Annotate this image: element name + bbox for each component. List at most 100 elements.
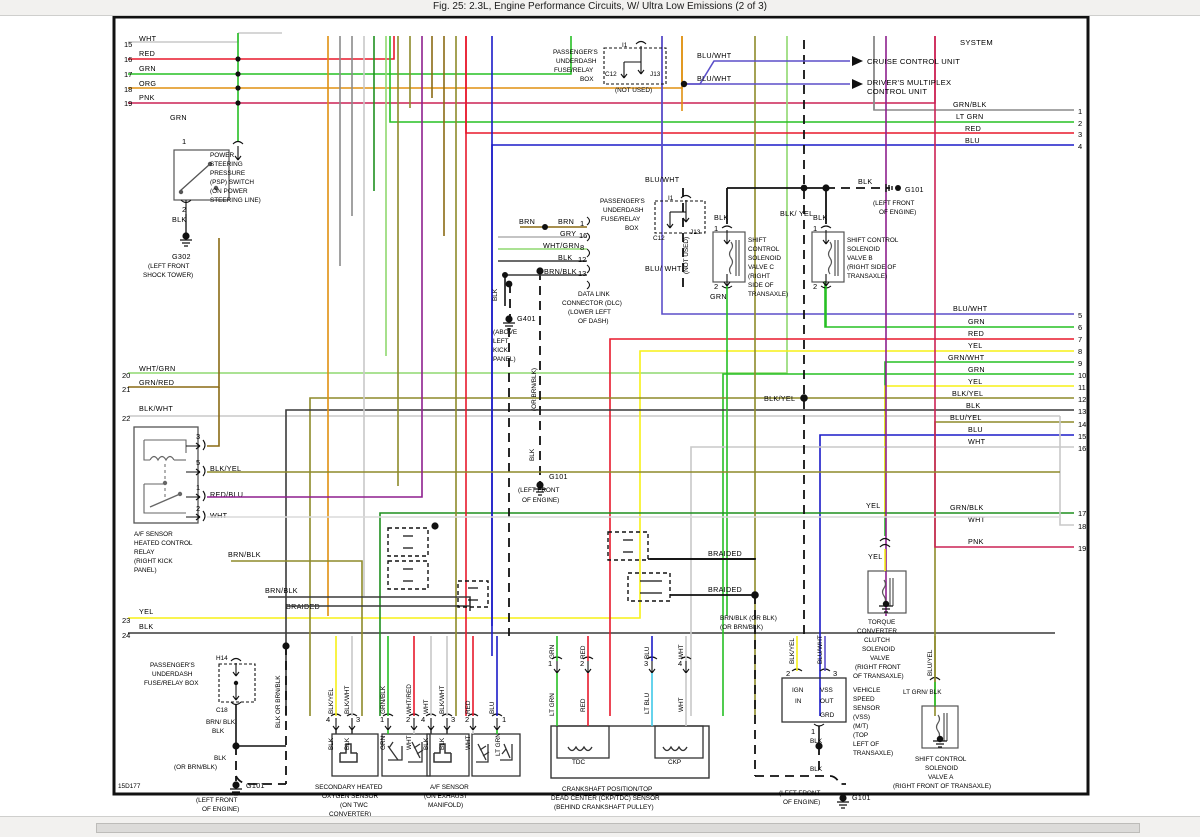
left-terminal-label: GRN: [139, 64, 156, 73]
shift-control-solenoid-valve-b[interactable]: BLK 1 2 BLK/ YEL SHIFT CONTROL SOLENOID …: [780, 209, 899, 327]
o2-pin-4-num: 4: [326, 715, 330, 724]
frb-top-line-4: BOX: [580, 76, 594, 83]
psp-switch[interactable]: 1 2 GRN BLK POWER STEERING PRESSURE (PSP…: [170, 113, 261, 234]
shift-a-line-3: VALVE A: [928, 774, 954, 781]
vss-terminal-vss-2: OUT: [820, 698, 834, 705]
vss-pin-3-top: BLU/WHT: [817, 635, 824, 664]
g401-wire: BLK: [492, 288, 499, 301]
ground-g101-bottom-right: G101 (LEFT FRONT OF ENGINE): [754, 595, 870, 809]
vss-line-8: TRANSAXLE): [853, 750, 893, 757]
fuse-relay-box-mid[interactable]: PASSENGER'S UNDERDASH FUSE/RELAY BOX C12…: [600, 175, 706, 274]
vehicle-speed-sensor[interactable]: IGN IN VSS OUT GRD 2 3 1 BLK/YEL BLU/WHT…: [781, 635, 893, 776]
shift-b-line-3: VALVE B: [847, 255, 873, 262]
frb-mid-conn-c12: C12: [653, 235, 665, 242]
af-sensor-exhaust[interactable]: 4 3 2 1 WHT BLK/WHT RED BLU BLK BLK WHT …: [421, 636, 521, 809]
shift-control-solenoid-valve-a[interactable]: BLU/YEL LT GRN/ BLK SHIFT CONTROL SOLENO…: [893, 636, 991, 790]
right-terminal-number: 16: [1078, 444, 1086, 453]
tcc-line-3: CLUTCH: [864, 637, 890, 644]
shift-a-line-2: SOLENOID: [925, 765, 958, 772]
right-terminal-label: GRN/WHT: [948, 353, 985, 362]
o2-line-3: (ON TWC: [340, 802, 368, 809]
o2-pin-1-num: 1: [380, 715, 384, 724]
vss-terminal-vss-1: VSS: [820, 687, 833, 694]
afs-pin-2-num: 2: [465, 715, 469, 724]
left-terminal-label: BLK: [139, 622, 154, 631]
g101-center-wire: BLK: [529, 448, 536, 461]
right-terminal-number: 14: [1078, 420, 1086, 429]
yel-tcc-label: YEL: [866, 501, 881, 510]
vss-gnd-wire-1: BLK: [810, 738, 823, 745]
shift-b-pin-bottom: 2: [813, 282, 817, 291]
footer-bar: [0, 816, 1200, 837]
right-terminal-label: RED: [965, 124, 981, 133]
shift-b-line-2: SOLENOID: [847, 246, 880, 253]
shift-a-line-1: SHIFT CONTROL: [915, 756, 967, 763]
shift-c-pin-top: 1: [714, 224, 718, 233]
horizontal-scrollbar[interactable]: [96, 823, 1140, 833]
right-terminal-number: 9: [1078, 359, 1082, 368]
af-relay-pin1-num: 1: [196, 483, 200, 492]
psp-label-1: POWER: [210, 152, 235, 159]
right-terminal-number: 10: [1078, 371, 1086, 380]
fuse-relay-box-bottom[interactable]: PASSENGER'S UNDERDASH FUSE/RELAY BOX H14…: [144, 655, 286, 781]
shift-c-line-5: (RIGHT: [748, 273, 770, 280]
left-terminal-group: 15 WHT 16 RED 17 GRN 18 ORG 19 PNK 20 WH…: [122, 34, 175, 640]
left-terminal-label: YEL: [139, 607, 154, 616]
shield-node: [431, 522, 439, 530]
vss-pin-1-num: 1: [811, 727, 815, 736]
shift-c-line-6: SIDE OF: [748, 282, 774, 289]
left-terminal-label: GRN/RED: [139, 378, 174, 387]
afs-pin-3-top: BLK/WHT: [439, 685, 446, 714]
left-terminal-label: WHT: [139, 34, 157, 43]
title-bar: Fig. 25: 2.3L, Engine Performance Circui…: [0, 0, 1200, 16]
frb-mid-line-4: BOX: [625, 225, 639, 232]
ckp-pin-1-num: 1: [548, 659, 552, 668]
right-terminal-number: 17: [1078, 509, 1086, 518]
left-terminal-number: 15: [124, 40, 132, 49]
afs-pin-3-bottom: BLK: [439, 737, 446, 750]
af-sensor-heated-control-relay[interactable]: 3 5 BLK/YEL 1 RED/BLU 2 WHT A/F SENSOR H…: [133, 151, 1060, 574]
af-relay-line-4: (RIGHT KICK: [134, 558, 173, 565]
o2-pin-1-top: GRN/BLK: [380, 685, 387, 714]
afs-pin-2-bottom: WHT: [465, 735, 472, 750]
torque-converter-clutch-solenoid[interactable]: YEL TORQUE CONVERTER CLUTCH SOLENOID VAL…: [853, 537, 907, 681]
ckp-pin-4-num: 4: [678, 659, 682, 668]
right-terminal-label: YEL: [968, 377, 983, 386]
fuse-relay-box-top[interactable]: PASSENGER'S UNDERDASH FUSE/RELAY BOX C12…: [553, 40, 850, 95]
dlc-feed-label: BRN: [519, 217, 535, 226]
ckp-pin-3-top: BLU: [644, 646, 651, 659]
right-terminal-label: WHT: [968, 515, 986, 524]
shift-c-line-3: SOLENOID: [748, 255, 781, 262]
vss-gnd-wire-2: BLK: [810, 766, 823, 773]
psp-pin-top: 1: [182, 137, 186, 146]
ckp-tdc-sensor[interactable]: TDC CKP 1 2 3 4 GRN RED BLU WHT LT GRN R…: [548, 636, 710, 811]
dlc-pin13-label: BRN/BLK: [544, 267, 577, 276]
data-link-connector[interactable]: BRN BRN 1 GRY 16 WHT/GRN 8 BLK 12 BRN/BL…: [498, 216, 622, 325]
frb-mid-conn-j13: J13: [690, 229, 701, 236]
ckp-tdc-coil-left: TDC: [572, 759, 586, 766]
right-terminal-label: GRN: [968, 317, 985, 326]
right-terminal-number: 2: [1078, 119, 1082, 128]
frb-top-line-1: PASSENGER'S: [553, 49, 598, 56]
right-terminal-number: 15: [1078, 432, 1086, 441]
vss-pin-3-num: 3: [833, 669, 837, 678]
right-terminal-number: 6: [1078, 323, 1082, 332]
vss-pin-2-num: 2: [786, 669, 790, 678]
afs-pin-1-top: BLU: [489, 701, 496, 714]
shift-control-solenoid-valve-c[interactable]: BLK 1 2 GRN SHIFT CONTROL SOLENOID VALVE…: [710, 213, 788, 616]
ckp-pin-3-bottom: LT BLU: [644, 693, 651, 714]
vss-terminal-ign-1: IGN: [792, 687, 804, 694]
secondary-heated-oxygen-sensor[interactable]: 4 3 1 2 BLK/YEL BLK/WHT GRN/BLK WHT/RED …: [315, 636, 431, 816]
shift-c-wire-top: BLK: [714, 213, 729, 222]
frb-top-conn-c12: C12: [605, 71, 617, 78]
vss-terminal-ign-2: IN: [795, 698, 802, 705]
frb-mid-wire-top: BLU/WHT: [645, 175, 680, 184]
psp-label-2: STEERING: [210, 161, 243, 168]
shift-a-line-4: (RIGHT FRONT OF TRANSAXLE): [893, 783, 991, 790]
dlc-line-4: OF DASH): [578, 318, 609, 325]
g101-bl-line-2: OF ENGINE): [202, 806, 239, 813]
afs-pin-4-bottom: BLK: [423, 737, 430, 750]
dlc-or-brn-blk: (OR BRN/BLK): [531, 368, 538, 411]
af-relay-pin1-label: RED/BLU: [210, 490, 243, 499]
right-terminal-label: BLK/YEL: [952, 389, 983, 398]
